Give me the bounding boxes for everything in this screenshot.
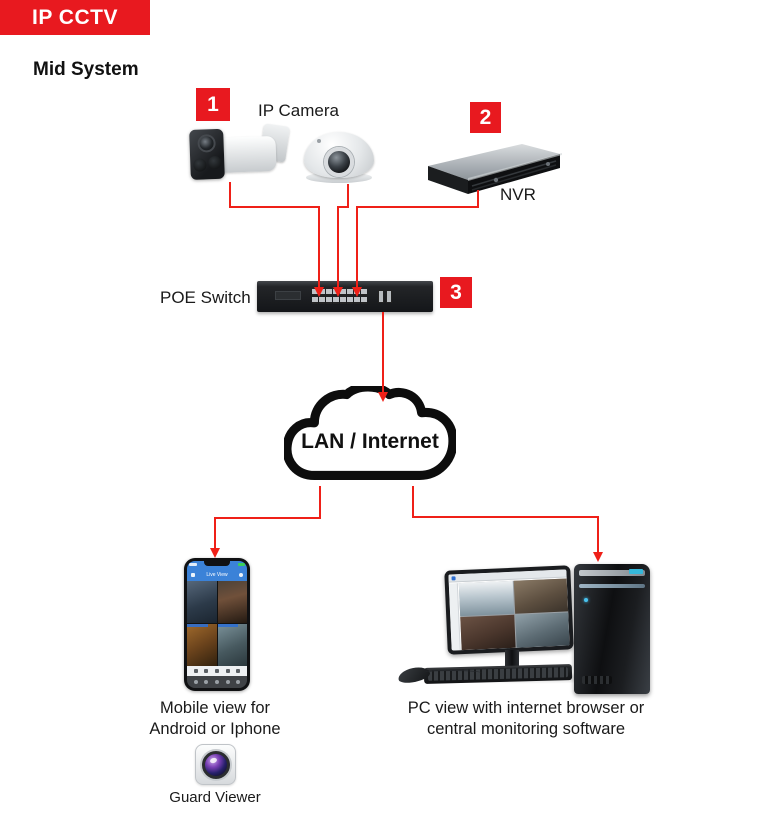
pc-caption-line1: PC view with internet browser or [407,699,645,717]
smartphone-icon: Live View [184,558,250,691]
phone-dock-bar [187,676,247,688]
phone-camera-grid [187,581,247,666]
phone-screen: Live View [187,561,247,688]
mobile-caption: Mobile view for Android or Iphone [125,698,305,740]
camera-feed-thumbnail [217,581,247,623]
camera-lens-icon [201,750,230,779]
connector-switch-cloud [382,312,384,392]
signal-icon [189,563,197,566]
lens-highlight [208,756,218,764]
camera-feed-thumbnail [217,624,247,666]
poe-switch-label: POE Switch [160,288,251,307]
cloud-label: LAN / Internet [301,430,439,453]
camera-feed-thumbnail [513,578,569,614]
phone-notch [204,561,230,566]
nvr-label: NVR [500,185,536,204]
camera-feed-thumbnail [458,580,514,617]
battery-icon [238,563,245,566]
connector-cloud-pc [597,516,599,552]
camera-lens [197,134,216,153]
camera-front [189,128,225,180]
dome-lens [324,147,354,177]
arrowhead-to-phone [210,548,220,558]
connector-cloud-phone [319,486,321,519]
system-subtitle: Mid System [33,59,139,80]
switch-uplink-ports [378,290,392,303]
nvr-icon [424,142,566,196]
power-led [584,598,588,602]
tower-vent [582,676,612,684]
ir-led [208,155,222,170]
guard-viewer-app-icon [195,744,236,785]
internet-cloud-icon: LAN / Internet [282,382,458,488]
arrowhead-to-switch [352,287,362,297]
connector-bullet-cam [318,206,320,287]
connector-nvr [356,206,479,208]
arrowhead-to-cloud [378,392,388,402]
arrowhead-to-switch [333,287,343,297]
phone-toolbar [187,666,247,676]
bullet-camera-icon [189,122,301,186]
monitor-stand [505,650,519,668]
camera-body [215,135,277,174]
mouse-cable [422,670,482,676]
pc-monitor [444,565,574,655]
connector-nvr [477,190,479,208]
step-badge-1: 1 [196,88,230,121]
camera-feed-thumbnail [460,614,516,651]
pc-tower [574,564,650,694]
camera-feed-thumbnail [187,581,217,623]
pc-caption-line2: central monitoring software [426,720,626,738]
connector-bullet-cam [229,182,231,208]
dome-camera-icon [304,132,374,184]
camera-feed-thumbnail [187,624,217,666]
ir-led [193,158,207,172]
connector-cloud-phone [214,517,321,519]
step-badge-3: 3 [440,277,472,308]
tower-logo [629,569,643,574]
mobile-caption-line1: Mobile view for [159,699,271,717]
connector-dome-cam [347,184,349,208]
connector-cloud-phone [214,517,216,548]
desktop-pc-icon [392,540,662,694]
drive-bay [579,570,645,576]
ip-camera-label: IP Camera [258,101,339,120]
phone-app-titlebar: Live View [187,569,247,581]
guard-viewer-label: Guard Viewer [169,789,261,806]
step-badge-2: 2 [470,102,501,133]
page-title-banner: IP CCTV [0,0,150,35]
drive-bay [579,584,645,588]
connector-nvr [356,206,358,287]
poe-switch-icon [257,281,433,312]
connector-bullet-cam [229,206,320,208]
connector-dome-cam [337,206,339,287]
monitor-screen [448,569,570,651]
monitor-camera-grid [458,578,570,651]
phone-status-bar [187,561,247,569]
mobile-caption-line2: Android or Iphone [149,720,281,738]
arrowhead-to-switch [314,287,324,297]
arrowhead-to-pc [593,552,603,562]
pc-caption: PC view with internet browser or central… [396,698,656,740]
switch-faceplate-mark [275,291,301,300]
camera-feed-thumbnail [514,612,570,648]
connector-dome-cam [337,206,349,208]
connector-cloud-pc [412,486,414,518]
dome-screw [317,139,321,143]
connector-cloud-pc [412,516,599,518]
